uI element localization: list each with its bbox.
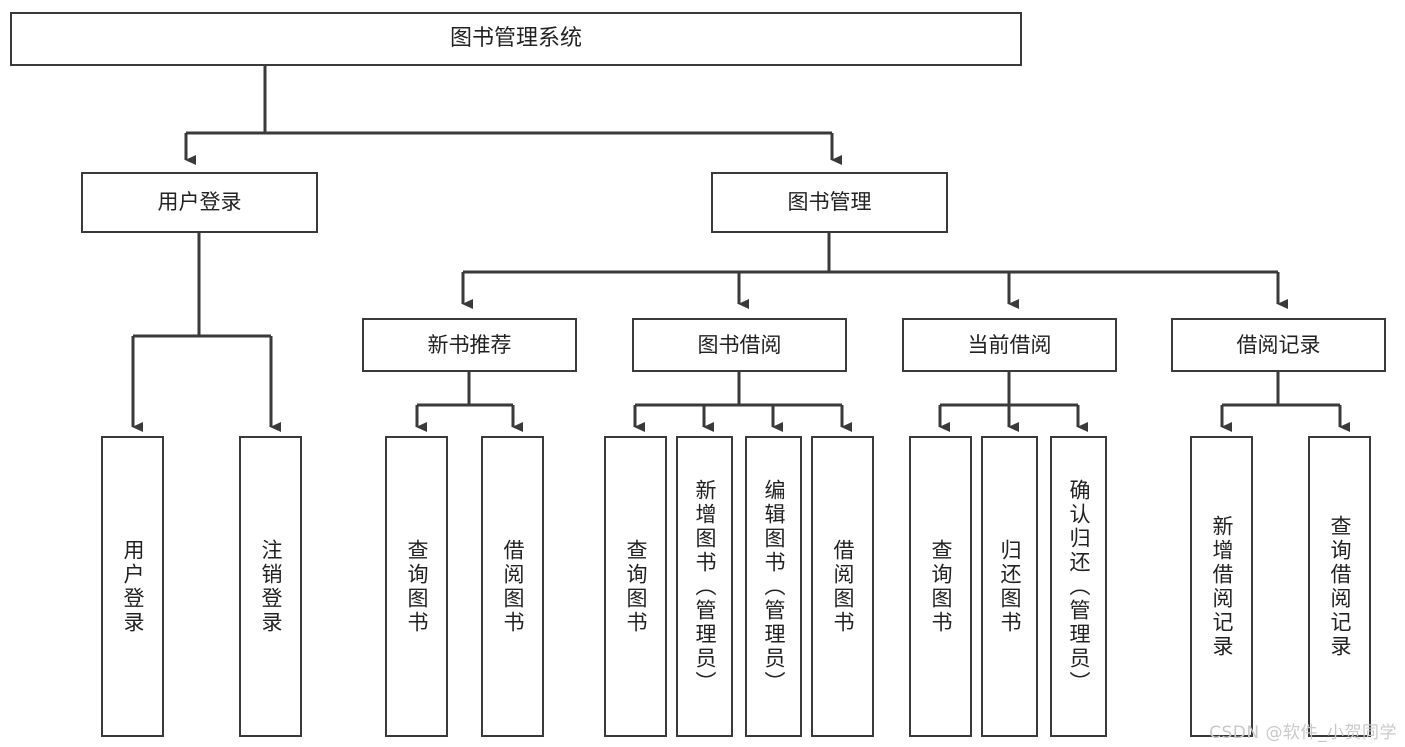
leaf-add-record[interactable]: 新增借阅记录	[1190, 436, 1253, 737]
node-current-borrow[interactable]: 当前借阅	[902, 318, 1117, 372]
leaf-add-book-label: 新增图书（管理员）	[693, 478, 717, 695]
leaf-query-book-2[interactable]: 查询图书	[604, 436, 667, 737]
node-root-system-label: 图书管理系统	[449, 26, 582, 52]
leaf-borrow-book-1-label: 借阅图书	[501, 538, 525, 635]
leaf-borrow-book-1[interactable]: 借阅图书	[481, 436, 544, 737]
leaf-return-book-label: 归还图书	[998, 538, 1022, 635]
leaf-edit-book[interactable]: 编辑图书（管理员）	[745, 436, 802, 737]
node-user-login-label: 用户登录	[157, 190, 242, 215]
leaf-query-book-3[interactable]: 查询图书	[909, 436, 972, 737]
node-borrow-record-label: 借阅记录	[1236, 332, 1321, 357]
leaf-query-record-label: 查询借阅记录	[1328, 514, 1352, 659]
node-root-system[interactable]: 图书管理系统	[10, 12, 1022, 66]
leaf-return-book[interactable]: 归还图书	[981, 436, 1038, 737]
leaf-query-record[interactable]: 查询借阅记录	[1308, 436, 1371, 737]
leaf-confirm-return[interactable]: 确认归还（管理员）	[1050, 436, 1107, 737]
leaf-user-logout-label: 注销登录	[259, 538, 283, 635]
node-borrow-record[interactable]: 借阅记录	[1171, 318, 1386, 372]
leaf-query-book-2-label: 查询图书	[624, 538, 648, 635]
node-book-management[interactable]: 图书管理	[711, 172, 948, 233]
node-book-management-label: 图书管理	[787, 190, 872, 215]
leaf-confirm-return-label: 确认归还（管理员）	[1067, 478, 1091, 695]
leaf-edit-book-label: 编辑图书（管理员）	[762, 478, 786, 695]
leaf-add-record-label: 新增借阅记录	[1210, 514, 1234, 659]
leaf-query-book-1-label: 查询图书	[405, 538, 429, 635]
leaf-user-logout[interactable]: 注销登录	[239, 436, 302, 737]
leaf-user-login-label: 用户登录	[121, 538, 145, 635]
node-current-borrow-label: 当前借阅	[967, 332, 1052, 357]
leaf-add-book[interactable]: 新增图书（管理员）	[676, 436, 733, 737]
node-book-borrow-label: 图书借阅	[697, 332, 782, 357]
leaf-query-book-3-label: 查询图书	[929, 538, 953, 635]
leaf-borrow-book-2[interactable]: 借阅图书	[811, 436, 874, 737]
node-book-borrow[interactable]: 图书借阅	[632, 318, 847, 372]
leaf-user-login[interactable]: 用户登录	[101, 436, 164, 737]
node-new-book-recommend[interactable]: 新书推荐	[362, 318, 577, 372]
leaf-borrow-book-2-label: 借阅图书	[831, 538, 855, 635]
leaf-query-book-1[interactable]: 查询图书	[385, 436, 448, 737]
node-user-login[interactable]: 用户登录	[81, 172, 318, 233]
node-new-book-recommend-label: 新书推荐	[427, 332, 512, 357]
